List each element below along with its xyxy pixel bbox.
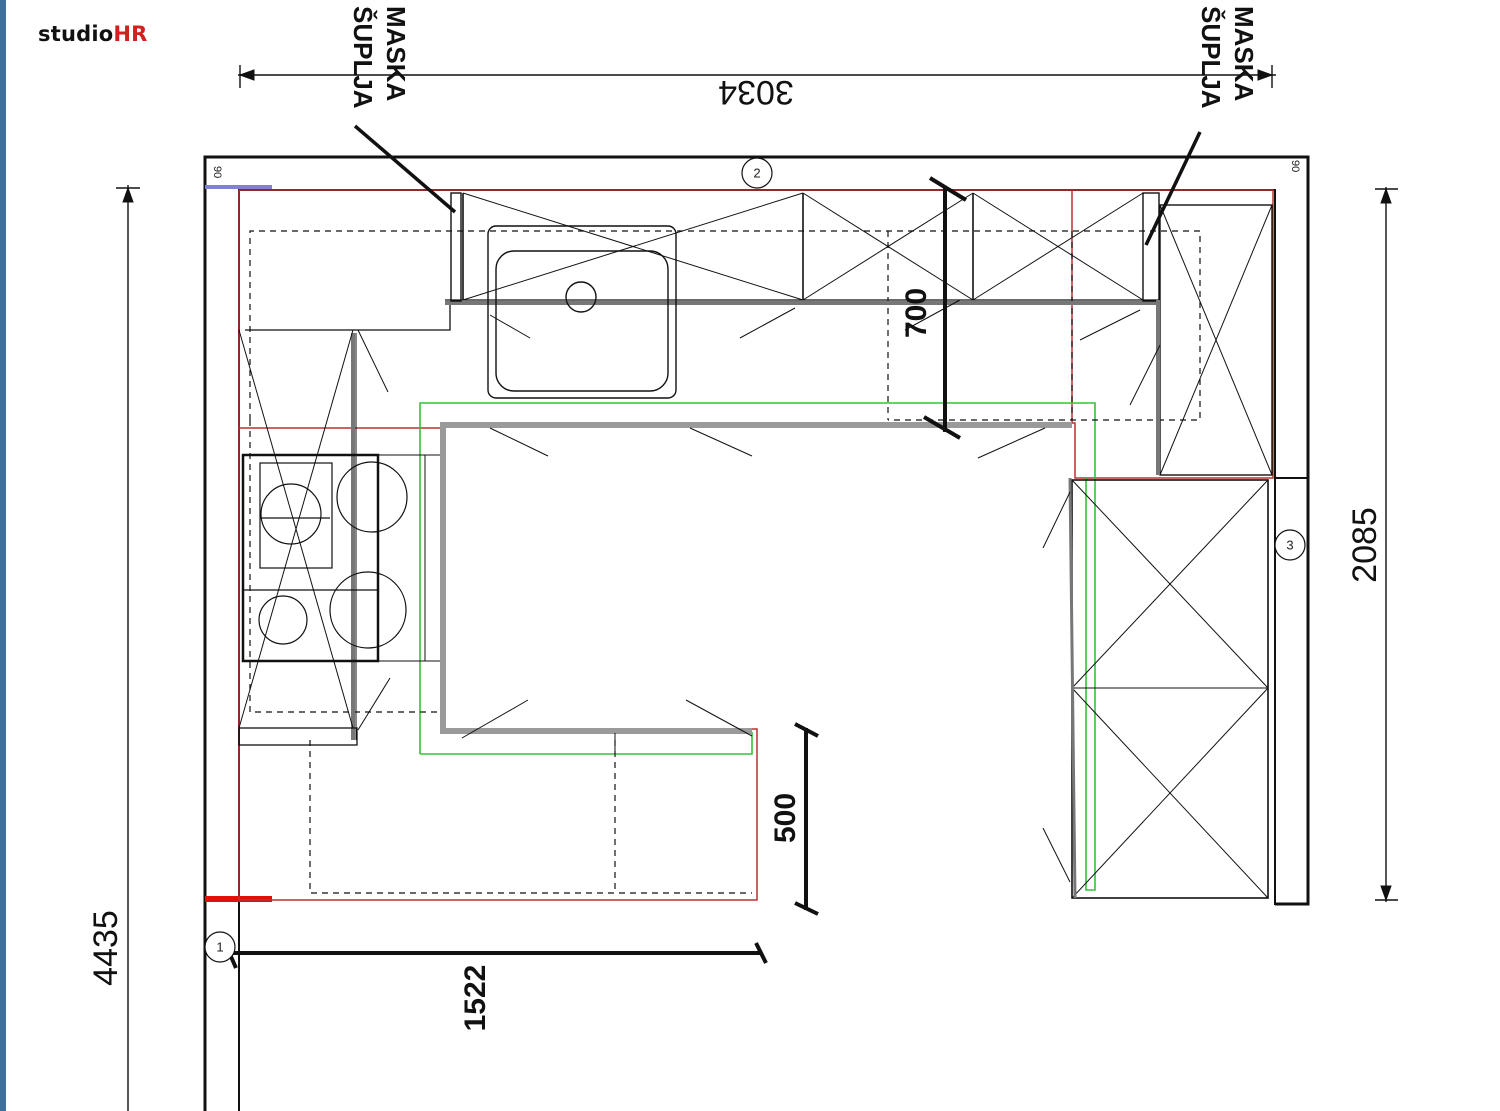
inner-wall-line xyxy=(238,189,1276,1111)
brand-logo: studioHR xyxy=(38,22,148,46)
hollow-mask-left xyxy=(450,192,462,302)
bold-dimension-lines xyxy=(220,176,968,969)
upper-cabinet-outline xyxy=(249,230,1201,421)
right-run-cabinets xyxy=(1068,477,1309,905)
wall-thickness-left-label: 90 xyxy=(211,166,223,178)
left-run-cabinets xyxy=(238,329,358,746)
wall-thickness-right-label: 90 xyxy=(1289,160,1301,172)
sink-outer-basin xyxy=(487,225,677,399)
sink xyxy=(487,225,677,399)
dim-peninsula-length: 1522 xyxy=(459,965,492,1032)
dim-right-length: 2085 xyxy=(1346,507,1384,583)
right-tall-unit-frame xyxy=(1071,479,1269,899)
counter-edge-shading xyxy=(440,422,1072,734)
sink-inner-basin xyxy=(495,250,669,392)
hob-frame xyxy=(241,453,380,663)
burner-1 xyxy=(260,483,322,545)
window-frame-edge xyxy=(0,0,6,1111)
hob-zone-box xyxy=(259,462,333,569)
wall-marker-2: 2 xyxy=(741,157,773,189)
hollow-mask-right-line1: ŠUPLJA xyxy=(1196,6,1226,109)
dim-left-length: 4435 xyxy=(87,910,125,986)
dim-peninsula-depth: 500 xyxy=(769,793,802,843)
hollow-mask-right-line2: MASKA xyxy=(1229,6,1259,102)
hollow-mask-right xyxy=(1142,192,1160,302)
hollow-mask-left-line1: ŠUPLJA xyxy=(348,6,378,109)
dim-top-width: 3034 xyxy=(718,73,794,111)
peninsula-projection xyxy=(309,740,752,894)
corner-base-block xyxy=(238,727,358,746)
wall-marker-1-label: 1 xyxy=(216,939,223,954)
upper-cabinet-projection xyxy=(249,230,1201,894)
left-run-projection xyxy=(249,420,440,713)
wall-marker-2-label: 2 xyxy=(753,165,760,180)
door-swing-ticks xyxy=(357,299,1161,883)
countertop-outline xyxy=(419,402,1096,891)
hollow-mask-left-line2: MASKA xyxy=(381,6,411,102)
leader-lines xyxy=(353,124,1202,246)
base-cabinet-outline xyxy=(238,189,1274,901)
burner-4 xyxy=(329,571,407,649)
wall-marker-3-label: 3 xyxy=(1286,537,1293,552)
wall-marker-1: 1 xyxy=(204,931,236,963)
brand-logo-hr: HR xyxy=(113,22,148,46)
brand-logo-studio: studio xyxy=(38,22,114,46)
top-run-cabinets xyxy=(245,192,1273,476)
wall-marker-3: 3 xyxy=(1274,529,1306,561)
dimension-lines xyxy=(116,65,1398,1111)
cooktop-hob xyxy=(241,453,440,663)
sink-drain xyxy=(565,281,597,313)
cabinet-outlines xyxy=(238,189,1274,901)
burner-3 xyxy=(258,595,308,645)
right-wall-pier xyxy=(1274,477,1309,905)
countertop-peninsula-edge xyxy=(420,732,753,755)
top-left-corner-block xyxy=(245,305,451,331)
dim-counter-depth: 700 xyxy=(900,288,933,338)
burner-2 xyxy=(336,461,408,533)
